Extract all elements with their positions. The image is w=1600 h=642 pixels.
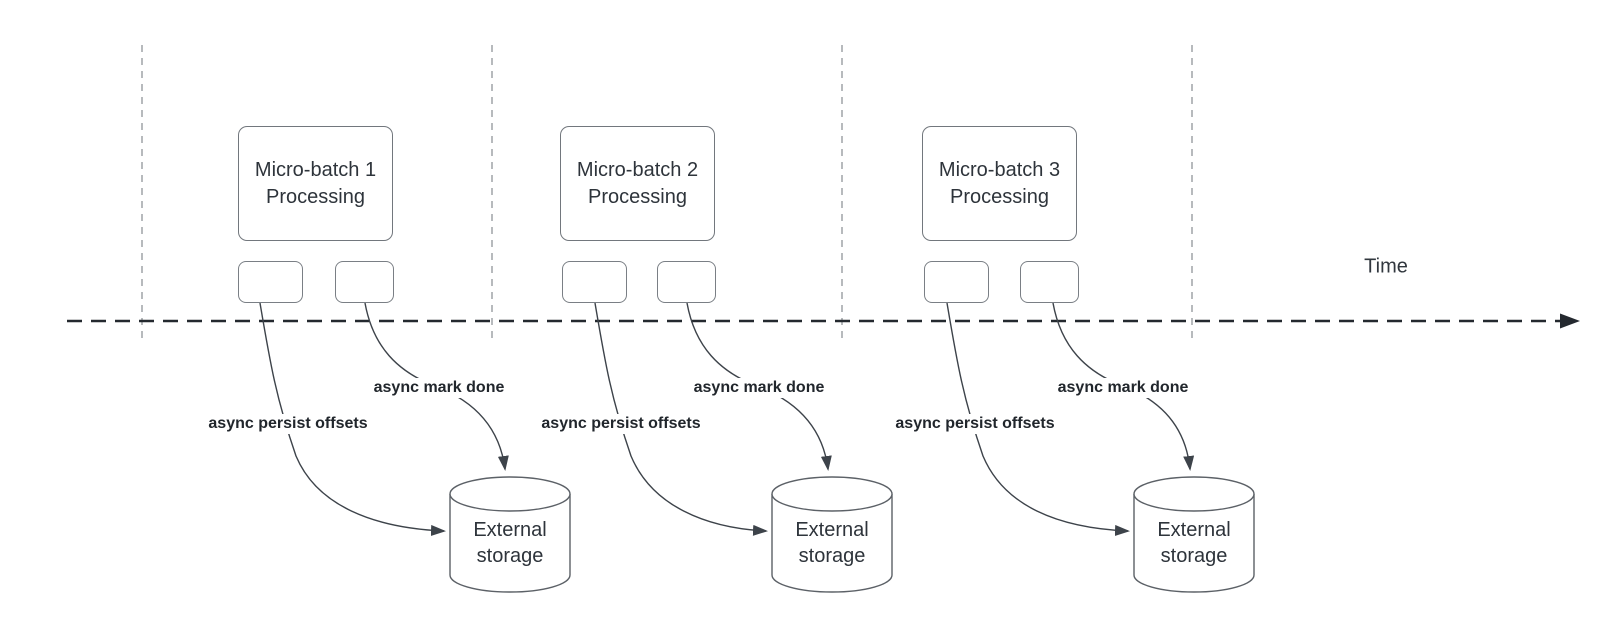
micro-batch-box-1: Micro-batch 1 Processing <box>238 126 393 241</box>
persist-offsets-arrow-2 <box>594 302 768 536</box>
external-storage-cylinder-3 <box>1133 476 1255 593</box>
external-storage-label-2: External storage <box>795 519 869 567</box>
micro-batch-title-1: Micro-batch 1 Processing <box>254 158 377 208</box>
time-axis-label: Time <box>1364 255 1408 278</box>
micro-batch-box-3: Micro-batch 3 Processing <box>922 126 1077 241</box>
cylinder-body <box>1133 494 1255 593</box>
micro-batch-title-3: Micro-batch 3 Processing <box>938 158 1061 208</box>
mark-done-label-1: async mark done <box>369 378 509 398</box>
external-storage-cylinder-1 <box>449 476 571 593</box>
cylinder-top <box>449 476 571 512</box>
mark-done-label-3: async mark done <box>1053 378 1193 398</box>
mark-done-box-1 <box>335 261 394 303</box>
cylinder-body <box>449 494 571 593</box>
micro-batch-title-2: Micro-batch 2 Processing <box>576 158 699 208</box>
mark-done-box-3 <box>1020 261 1079 303</box>
external-storage-label-3: External storage <box>1157 519 1231 567</box>
persist-offsets-box-1 <box>238 261 303 303</box>
cylinder-top <box>1133 476 1255 512</box>
persist-offsets-label-1: async persist offsets <box>204 414 372 434</box>
persist-offsets-label-3: async persist offsets <box>891 414 1059 434</box>
cylinder-top <box>771 476 893 512</box>
external-storage-cylinder-2 <box>771 476 893 593</box>
persist-offsets-label-2: async persist offsets <box>537 414 705 434</box>
persist-offsets-box-3 <box>924 261 989 303</box>
mark-done-box-2 <box>657 261 716 303</box>
cylinder-body <box>771 494 893 593</box>
micro-batch-box-2: Micro-batch 2 Processing <box>560 126 715 241</box>
external-storage-label-1: External storage <box>473 519 547 567</box>
persist-offsets-arrow-1 <box>259 302 446 536</box>
mark-done-label-2: async mark done <box>689 378 829 398</box>
persist-offsets-arrow-3 <box>946 302 1130 536</box>
time-axis-arrowhead-icon <box>1560 313 1580 329</box>
persist-offsets-box-2 <box>562 261 627 303</box>
